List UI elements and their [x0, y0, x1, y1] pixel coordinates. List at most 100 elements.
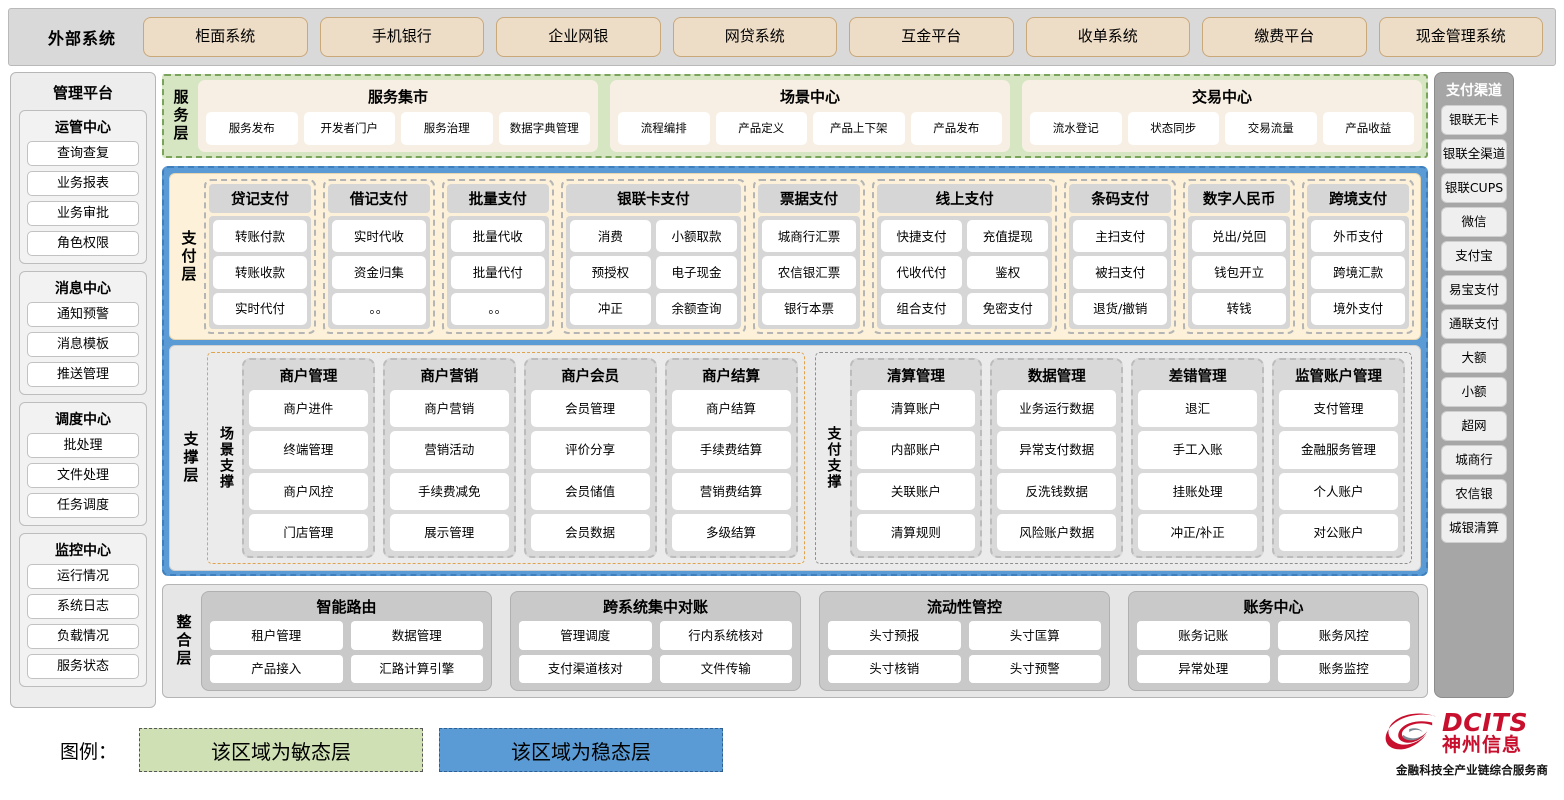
external-system-item[interactable]: 手机银行 — [319, 17, 484, 57]
integration-item[interactable]: 头寸核销 — [828, 654, 961, 683]
payment-item[interactable]: 退货/撤销 — [1073, 292, 1168, 325]
payment-item[interactable]: 境外支付 — [1311, 292, 1406, 325]
payment-item[interactable]: 外币支付 — [1311, 220, 1406, 253]
integration-item[interactable]: 账务风控 — [1277, 621, 1410, 650]
payment-channel-item[interactable]: 农信银 — [1441, 479, 1507, 509]
support-item[interactable]: 终端管理 — [249, 431, 368, 469]
support-item[interactable]: 营销活动 — [389, 431, 509, 469]
support-item[interactable]: 挂账处理 — [1138, 472, 1258, 510]
integration-item[interactable]: 文件传输 — [659, 654, 792, 683]
payment-item[interactable]: 转钱 — [1192, 292, 1287, 325]
management-item[interactable]: 业务报表 — [27, 171, 139, 196]
payment-channel-item[interactable]: 通联支付 — [1441, 309, 1507, 339]
payment-item[interactable]: 批量代收 — [450, 220, 545, 253]
support-item[interactable]: 手工入账 — [1138, 431, 1258, 469]
payment-item[interactable]: 组合支付 — [880, 292, 963, 325]
management-item[interactable]: 文件处理 — [27, 463, 139, 488]
payment-item[interactable]: 电子现金 — [655, 256, 738, 289]
support-item[interactable]: 商户结算 — [671, 390, 791, 428]
management-item[interactable]: 查询查复 — [27, 141, 139, 166]
support-item[interactable]: 手续费减免 — [389, 472, 509, 510]
management-item[interactable]: 系统日志 — [27, 594, 139, 619]
payment-item[interactable]: 鉴权 — [967, 256, 1049, 289]
payment-channel-item[interactable]: 银联无卡 — [1441, 105, 1507, 135]
external-system-item[interactable]: 现金管理系统 — [1378, 17, 1543, 57]
payment-channel-item[interactable]: 银联CUPS — [1441, 173, 1507, 203]
payment-item[interactable]: 农信银汇票 — [762, 256, 856, 289]
integration-item[interactable]: 管理调度 — [519, 621, 652, 650]
service-item[interactable]: 流程编排 — [618, 112, 710, 145]
management-item[interactable]: 任务调度 — [27, 493, 139, 518]
integration-item[interactable]: 数据管理 — [350, 621, 483, 650]
support-item[interactable]: 商户营销 — [389, 390, 509, 428]
payment-channel-item[interactable]: 小额 — [1441, 377, 1507, 407]
payment-item[interactable]: 主扫支付 — [1073, 220, 1168, 253]
support-item[interactable]: 内部账户 — [856, 431, 976, 469]
support-item[interactable]: 商户进件 — [249, 390, 368, 428]
support-item[interactable]: 关联账户 — [856, 472, 976, 510]
support-item[interactable]: 清算规则 — [856, 513, 976, 551]
payment-item[interactable]: 小额取款 — [655, 220, 738, 253]
management-item[interactable]: 业务审批 — [27, 201, 139, 226]
service-item[interactable]: 开发者门户 — [303, 112, 395, 145]
integration-item[interactable]: 账务记账 — [1137, 621, 1270, 650]
integration-item[interactable]: 汇路计算引擎 — [350, 654, 483, 683]
external-system-item[interactable]: 收单系统 — [1025, 17, 1190, 57]
support-item[interactable]: 金融服务管理 — [1279, 431, 1398, 469]
support-item[interactable]: 个人账户 — [1279, 472, 1398, 510]
support-item[interactable]: 会员管理 — [530, 390, 650, 428]
payment-item[interactable]: 城商行汇票 — [762, 220, 856, 253]
integration-item[interactable]: 头寸预警 — [968, 654, 1101, 683]
integration-item[interactable]: 头寸匡算 — [968, 621, 1101, 650]
payment-item[interactable]: 消费 — [569, 220, 651, 253]
payment-item[interactable]: 兑出/兑回 — [1192, 220, 1287, 253]
integration-item[interactable]: 产品接入 — [210, 654, 343, 683]
payment-channel-item[interactable]: 城商行 — [1441, 445, 1507, 475]
payment-item[interactable]: 代收代付 — [880, 256, 963, 289]
support-item[interactable]: 异常支付数据 — [997, 431, 1117, 469]
external-system-item[interactable]: 柜面系统 — [143, 17, 308, 57]
support-item[interactable]: 会员储值 — [530, 472, 650, 510]
payment-item[interactable]: 银行本票 — [762, 292, 856, 325]
integration-item[interactable]: 异常处理 — [1137, 654, 1270, 683]
support-item[interactable]: 会员数据 — [530, 513, 650, 551]
payment-item[interactable]: 。。 — [450, 292, 545, 325]
payment-channel-item[interactable]: 易宝支付 — [1441, 275, 1507, 305]
service-item[interactable]: 状态同步 — [1127, 112, 1219, 145]
external-system-item[interactable]: 企业网银 — [496, 17, 661, 57]
payment-item[interactable]: 预授权 — [569, 256, 651, 289]
service-item[interactable]: 产品收益 — [1322, 112, 1414, 145]
integration-item[interactable]: 头寸预报 — [828, 621, 961, 650]
service-item[interactable]: 产品上下架 — [813, 112, 905, 145]
payment-item[interactable]: 转账付款 — [213, 220, 307, 253]
service-item[interactable]: 数据字典管理 — [498, 112, 590, 145]
support-item[interactable]: 手续费结算 — [671, 431, 791, 469]
integration-item[interactable]: 行内系统核对 — [659, 621, 792, 650]
support-item[interactable]: 门店管理 — [249, 513, 368, 551]
support-item[interactable]: 支付管理 — [1279, 390, 1398, 428]
payment-item[interactable]: 余额查询 — [655, 292, 738, 325]
support-item[interactable]: 营销费结算 — [671, 472, 791, 510]
management-item[interactable]: 推送管理 — [27, 362, 139, 387]
external-system-item[interactable]: 缴费平台 — [1202, 17, 1367, 57]
payment-channel-item[interactable]: 微信 — [1441, 207, 1507, 237]
payment-item[interactable]: 实时代收 — [331, 220, 426, 253]
management-item[interactable]: 负载情况 — [27, 624, 139, 649]
external-system-item[interactable]: 互金平台 — [849, 17, 1014, 57]
support-item[interactable]: 商户风控 — [249, 472, 368, 510]
payment-item[interactable]: 免密支付 — [967, 292, 1049, 325]
external-system-item[interactable]: 网贷系统 — [672, 17, 837, 57]
management-item[interactable]: 消息模板 — [27, 332, 139, 357]
management-item[interactable]: 运行情况 — [27, 564, 139, 589]
management-item[interactable]: 角色权限 — [27, 231, 139, 256]
support-item[interactable]: 评价分享 — [530, 431, 650, 469]
management-item[interactable]: 批处理 — [27, 433, 139, 458]
payment-item[interactable]: 充值提现 — [967, 220, 1049, 253]
management-item[interactable]: 服务状态 — [27, 654, 139, 679]
payment-item[interactable]: 。。 — [331, 292, 426, 325]
integration-item[interactable]: 租户管理 — [210, 621, 343, 650]
support-item[interactable]: 业务运行数据 — [997, 390, 1117, 428]
support-item[interactable]: 多级结算 — [671, 513, 791, 551]
payment-item[interactable]: 快捷支付 — [880, 220, 963, 253]
service-item[interactable]: 流水登记 — [1030, 112, 1122, 145]
